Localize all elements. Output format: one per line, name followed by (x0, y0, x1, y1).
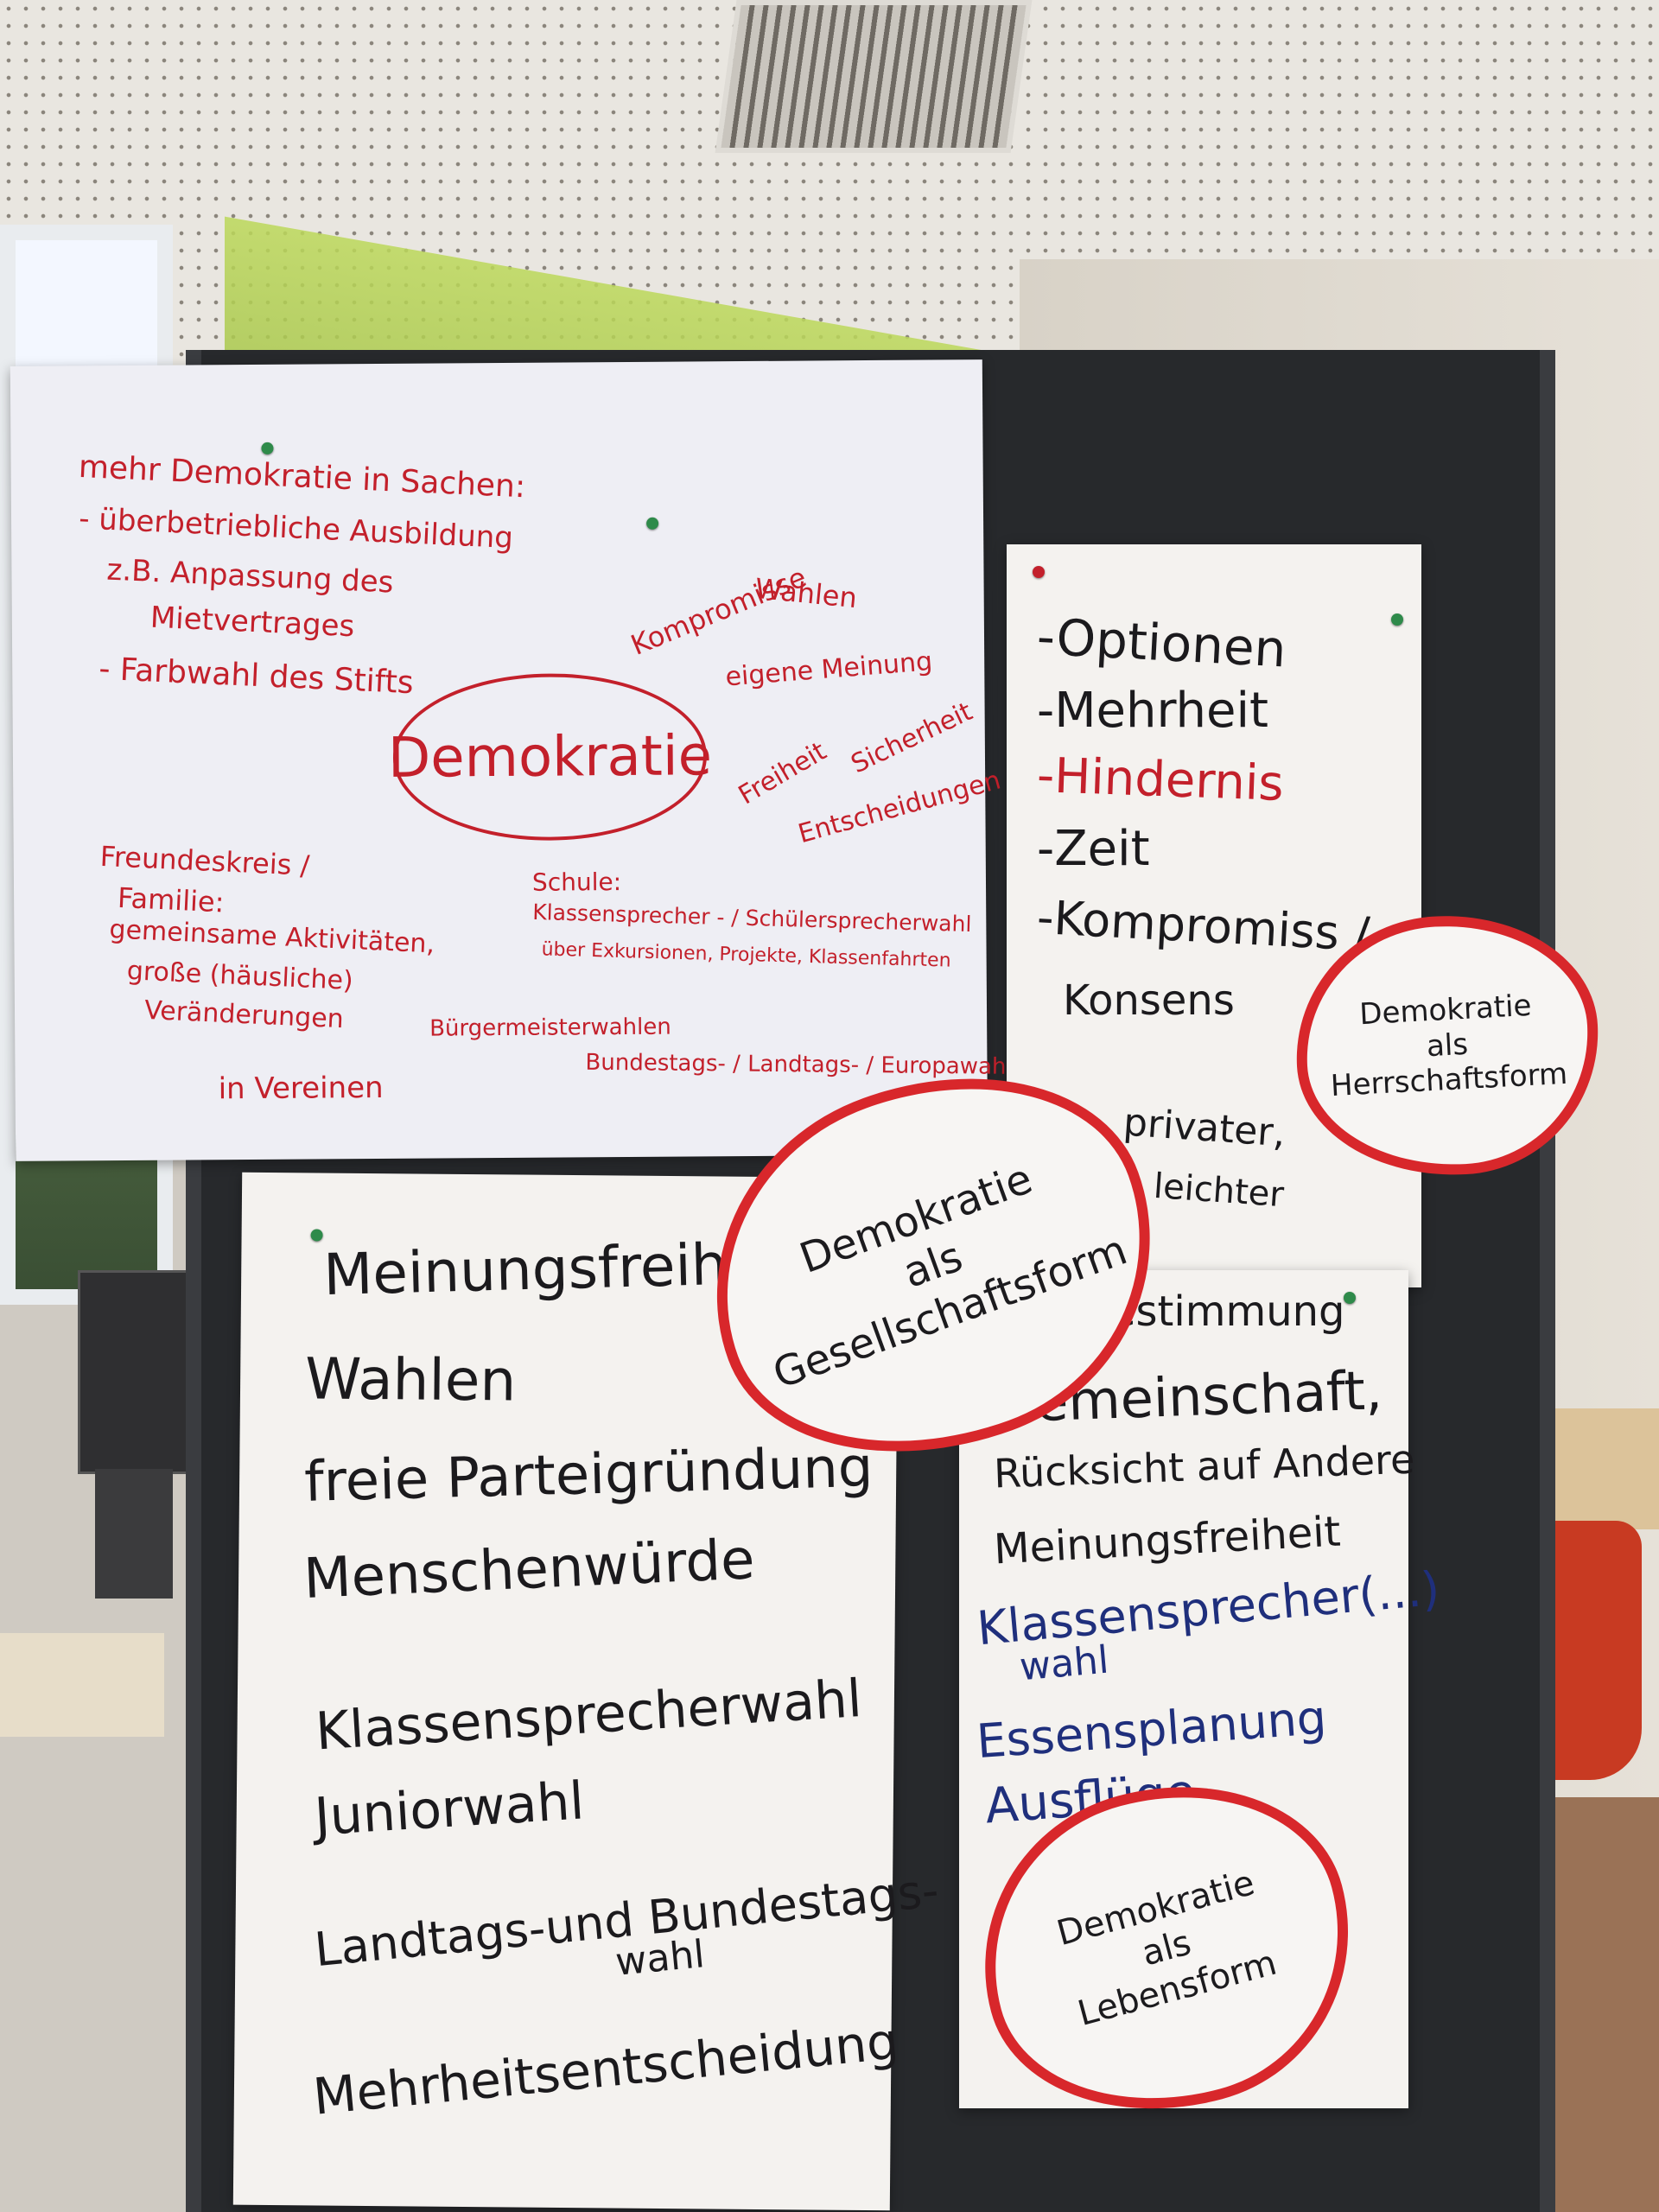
keyword: Wahlen (753, 571, 859, 615)
pin (646, 517, 659, 530)
list-item: - Farbwahl des Stifts (98, 651, 415, 702)
society-item: Mehrheitsentscheidung (310, 2011, 901, 2126)
friends-line: Familie: (117, 880, 226, 919)
school-line: über Exkursionen, Projekte, Klassenfahrt… (541, 938, 951, 972)
life-item: Rücksicht auf Andere (993, 1435, 1416, 1497)
network-device (95, 1469, 173, 1599)
society-item: Wahlen (304, 1345, 517, 1414)
society-item: wahl (613, 1932, 707, 1985)
school-title: Schule: (531, 868, 622, 897)
society-item: Juniorwahl (312, 1770, 586, 1848)
desk-left (0, 1633, 164, 1737)
pin (1033, 566, 1045, 578)
list-item: z.B. Anpassung des (105, 552, 395, 601)
pin (310, 1229, 323, 1242)
life-item: estimmung (1110, 1287, 1345, 1336)
list-item: - überbetriebliche Ausbildung (78, 501, 514, 556)
friends-title: Freundeskreis / (99, 839, 311, 882)
center-word-ellipse: Demokratie (388, 672, 712, 842)
sheet-top-left: mehr Demokratie in Sachen: - überbetrieb… (10, 359, 1040, 1161)
option-item: -Zeit (1037, 821, 1150, 877)
keyword: Freiheit (733, 736, 832, 811)
partial-line: leichter (1152, 1166, 1286, 1216)
life-item: wahl (1017, 1637, 1111, 1690)
computer-tower (78, 1270, 200, 1474)
list-title: mehr Demokratie in Sachen: (78, 448, 526, 505)
option-item: -Hindernis (1035, 747, 1285, 812)
option-item: -Optionen (1035, 607, 1288, 679)
pin (261, 442, 274, 454)
keyword: Sicherheit (846, 696, 977, 780)
society-item: Klassensprecherwahl (314, 1668, 864, 1763)
life-item: Meinungsfreiheit (992, 1507, 1342, 1574)
list-item: Mietvertrages (149, 600, 356, 645)
friends-line: gemeinsame Aktivitäten, (108, 914, 435, 960)
option-item: Konsens (1063, 976, 1235, 1025)
mayor-elections: Bürgermeisterwahlen (429, 1014, 671, 1042)
clubs: in Vereinen (218, 1070, 384, 1107)
keyword: Entscheidungen (795, 765, 1004, 850)
life-item: Essensplanung (975, 1689, 1329, 1770)
friends-line: große (häusliche) (126, 956, 354, 997)
school-line: Klassensprecher - / Schülersprecherwahl (531, 899, 972, 938)
option-item: -Kompromiss / (1035, 889, 1371, 963)
federal-elections: Bundestags- / Landtags- / Europawahlen (585, 1049, 1041, 1081)
society-item: Menschenwürde (302, 1528, 756, 1611)
friends-line: Veränderungen (143, 995, 345, 1035)
center-word: Demokratie (387, 723, 713, 791)
ceiling-light (715, 0, 1033, 153)
pin (1344, 1292, 1356, 1304)
keyword: eigene Meinung (724, 646, 934, 693)
partial-line: privater, (1122, 1100, 1287, 1156)
society-item: freie Parteigründung (303, 1435, 874, 1515)
pin (1391, 613, 1403, 626)
life-item: Klassensprecher(...) (975, 1560, 1442, 1656)
option-item: -Mehrheit (1037, 683, 1268, 739)
